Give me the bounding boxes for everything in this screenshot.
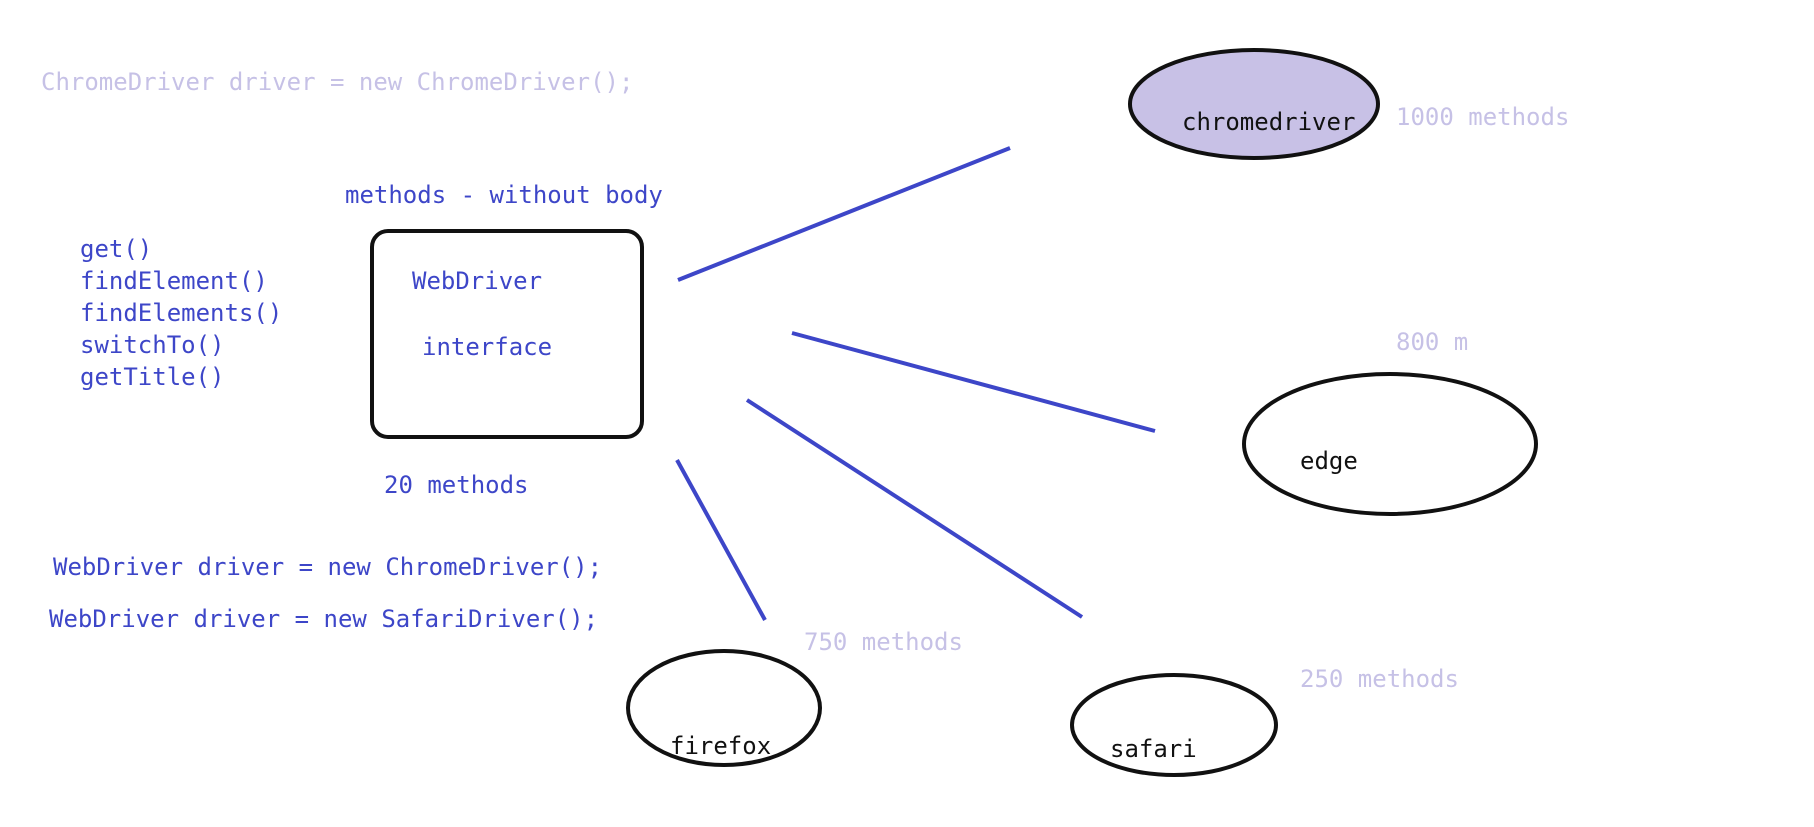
connector-line-chrome	[677, 146, 1011, 282]
interface-methods-list: get() findElement() findElements() switc…	[80, 233, 282, 393]
connector-line-safari	[745, 398, 1084, 619]
interface-heading: methods - without body	[345, 181, 663, 209]
interface-method-count: 20 methods	[384, 471, 529, 499]
firefox-ellipse	[626, 649, 822, 767]
firefox-label: firefox	[670, 732, 772, 760]
chromedriver-method-count: 1000 methods	[1396, 103, 1570, 131]
safari-label: safari	[1110, 735, 1197, 763]
method-item: findElements()	[80, 299, 283, 327]
method-item: getTitle()	[80, 363, 225, 391]
chromedriver-label: chromedriver	[1182, 108, 1356, 136]
edge-method-count: 800 m	[1396, 328, 1469, 356]
chromedriver-declaration-text: ChromeDriver driver = new ChromeDriver()…	[41, 68, 634, 96]
method-item: findElement()	[80, 267, 268, 295]
safari-method-count: 250 methods	[1300, 665, 1459, 693]
connector-line-edge	[791, 331, 1156, 433]
interface-kind: interface	[422, 333, 553, 361]
chromedriver-ellipse	[1128, 48, 1380, 160]
edge-label: edge	[1300, 447, 1358, 475]
webdriver-interface-box	[370, 229, 644, 439]
method-item: get()	[80, 235, 153, 263]
safari-ellipse	[1070, 673, 1278, 777]
connector-line-firefox	[675, 459, 767, 621]
edge-ellipse	[1242, 372, 1538, 516]
method-item: switchTo()	[80, 331, 225, 359]
firefox-method-count: 750 methods	[804, 628, 963, 656]
interface-name: WebDriver	[412, 267, 543, 295]
webdriver-chrome-declaration: WebDriver driver = new ChromeDriver();	[53, 553, 603, 581]
webdriver-safari-declaration: WebDriver driver = new SafariDriver();	[49, 605, 599, 633]
